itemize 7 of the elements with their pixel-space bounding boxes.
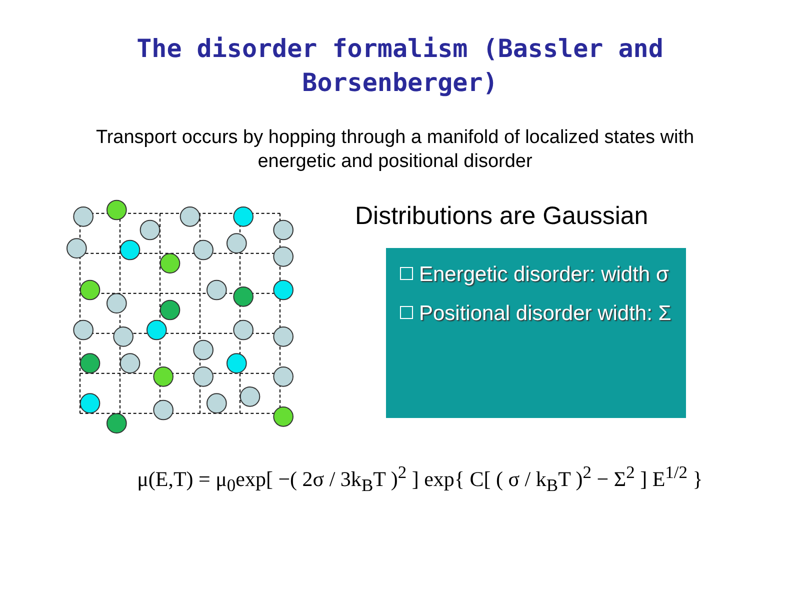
mobility-formula: μ(E,T) = μ$_{0}$exp[ −( 2σ / 3k$_{B}$T )$^{2}$ ] exp{ C[ ( σ / k$_{B}$T )$^{2}$ − Σ$^{2}$ ] E$^{1/2}$ } — [136, 462, 704, 496]
text-panel — [386, 248, 686, 418]
bullet-point: Positional disorder width: Σ — [400, 301, 672, 326]
slide-title: The disorder formalism (Bassler and Borsenberger) — [136, 33, 664, 99]
bullet-point: Energetic disorder: width σ — [400, 262, 672, 287]
subtitle: Transport occurs by hopping through a manifold of localized states with energetic and positional disorder — [94, 126, 696, 174]
section-heading: Distributions are Gaussian — [355, 202, 648, 231]
